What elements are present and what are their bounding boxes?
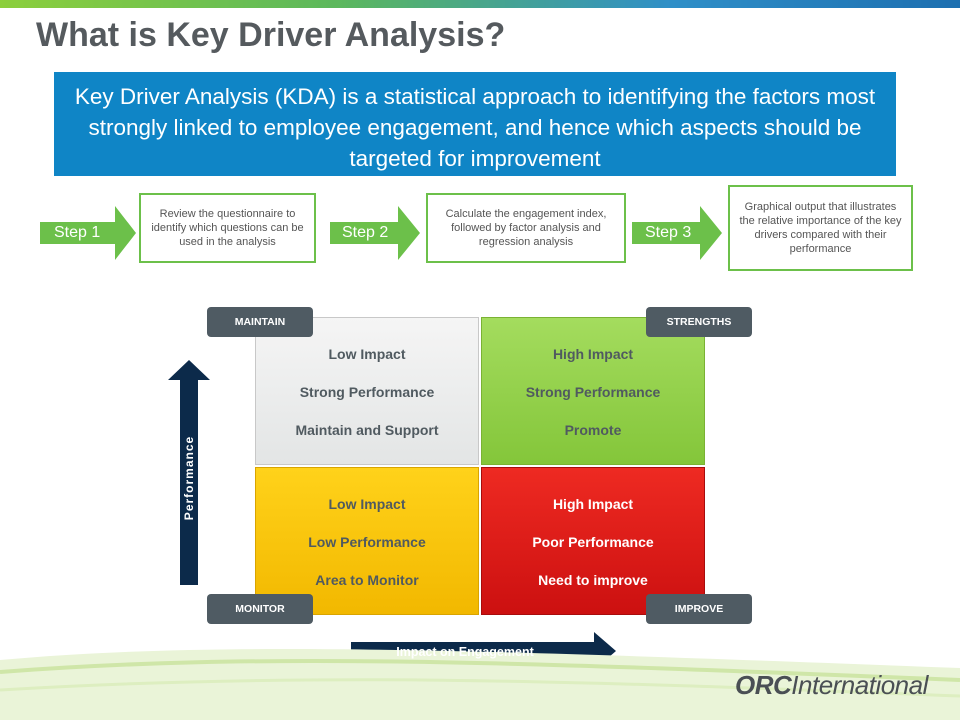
quadrant-maintain-performance: Strong Performance — [299, 384, 435, 400]
quadrant-monitor-performance: Low Performance — [308, 534, 426, 550]
logo-rest-part: International — [791, 670, 928, 700]
quadrant-strengths-performance: Strong Performance — [525, 384, 661, 400]
step-3-label: Step 3 — [645, 224, 692, 241]
quadrant-improve-impact: High Impact — [552, 496, 634, 512]
step-1-label: Step 1 — [54, 224, 101, 241]
step-1-description: Review the questionnaire to identify whi… — [139, 193, 316, 263]
step-1-arrow — [40, 206, 136, 260]
performance-arrow — [168, 360, 210, 585]
tag-improve: IMPROVE — [646, 594, 752, 624]
step-3-description: Graphical output that illustrates the re… — [728, 185, 913, 271]
quadrant-strengths-action: Promote — [564, 422, 622, 438]
x-axis-label: Impact on Engagement — [396, 645, 534, 659]
quadrant-improve-action: Need to improve — [538, 572, 648, 588]
quadrant-monitor-impact: Low Impact — [328, 496, 406, 512]
tag-strengths: STRENGTHS — [646, 307, 752, 337]
quadrant-improve: High Impact Poor Performance Need to imp… — [481, 467, 705, 615]
quadrant-monitor-action: Area to Monitor — [315, 572, 419, 588]
quadrant-maintain-action: Maintain and Support — [295, 422, 439, 438]
bottom-swoosh — [0, 648, 960, 720]
quadrant-strengths: High Impact Strong Performance Promote — [481, 317, 705, 465]
quadrant-strengths-impact: High Impact — [552, 346, 634, 362]
quadrant-monitor: Low Impact Low Performance Area to Monit… — [255, 467, 479, 615]
quadrant-maintain: Low Impact Strong Performance Maintain a… — [255, 317, 479, 465]
impact-arrow — [351, 632, 616, 670]
page-title: What is Key Driver Analysis? — [36, 16, 506, 54]
bottom-swoosh-line — [0, 658, 960, 682]
logo-bold-part: ORC — [735, 670, 792, 700]
top-gradient-bar — [0, 0, 960, 8]
quadrant-maintain-impact: Low Impact — [328, 346, 406, 362]
quadrant-improve-performance: Poor Performance — [532, 534, 654, 550]
y-axis-label: Performance — [182, 435, 196, 521]
step-2-label: Step 2 — [342, 224, 389, 241]
definition-banner: Key Driver Analysis (KDA) is a statistic… — [54, 72, 896, 176]
step-2-description: Calculate the engagement index, followed… — [426, 193, 626, 263]
tag-maintain: MAINTAIN — [207, 307, 313, 337]
step-2-arrow — [330, 206, 420, 260]
step-3-arrow — [632, 206, 722, 260]
bottom-swoosh-line-2 — [0, 678, 960, 698]
orc-international-logo: ORCInternational — [735, 670, 928, 701]
tag-monitor: MONITOR — [207, 594, 313, 624]
